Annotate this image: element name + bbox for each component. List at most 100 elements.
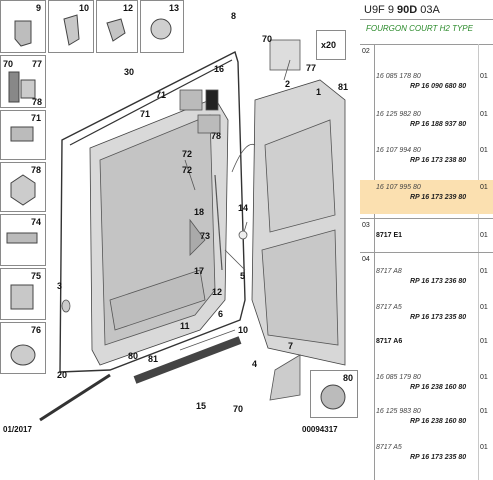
divider bbox=[360, 252, 493, 253]
part-thumb-9[interactable]: 9 bbox=[0, 0, 46, 53]
part-thumb-12[interactable]: 12 bbox=[96, 0, 138, 53]
list-item-selected[interactable]: 16 107 995 80 RP 16 173 239 80 01 bbox=[360, 180, 493, 214]
callout-17[interactable]: 17 bbox=[194, 266, 205, 276]
qty: 01 bbox=[480, 73, 488, 80]
part-thumb-74[interactable]: 74 bbox=[0, 214, 46, 266]
callout-80[interactable]: 80 bbox=[128, 351, 139, 361]
callout-72: 78 bbox=[30, 165, 41, 175]
list-item[interactable]: 16 107 994 80 RP 16 173 238 80 01 bbox=[360, 144, 493, 168]
qty: 01 bbox=[480, 111, 488, 118]
callout-70-bottom[interactable]: 70 bbox=[233, 404, 244, 414]
qty: 01 bbox=[480, 408, 488, 415]
part-ref-e1: 8717 E1 bbox=[376, 232, 403, 239]
ref-code: 16 085 179 80 bbox=[376, 374, 421, 381]
callout-78: 78 bbox=[31, 97, 42, 107]
list-item[interactable]: 16 085 179 80 RP 16 238 160 80 01 bbox=[360, 372, 493, 396]
list-item[interactable]: 8717 E1 01 bbox=[360, 230, 493, 244]
callout-18[interactable]: 18 bbox=[194, 207, 205, 217]
part-thumb-75[interactable]: 75 bbox=[0, 268, 46, 320]
callout-71: 71 bbox=[30, 113, 41, 123]
divider bbox=[360, 218, 493, 219]
callout-8[interactable]: 8 bbox=[231, 11, 237, 21]
list-item[interactable]: 8717 A5 RP 16 173 235 80 01 bbox=[360, 442, 493, 466]
callout-x20: x20 bbox=[321, 40, 337, 50]
qty: 01 bbox=[480, 444, 488, 451]
callout-6[interactable]: 6 bbox=[218, 309, 224, 319]
rp-code: RP 16 090 680 80 bbox=[410, 83, 467, 90]
part-thumb-71[interactable]: 71 bbox=[0, 110, 46, 160]
callout-5[interactable]: 5 bbox=[240, 271, 246, 281]
panel-subtitle: FOURGON COURT H2 TYPE bbox=[366, 24, 473, 33]
qty-column-line bbox=[478, 44, 479, 480]
callout-1[interactable]: 1 bbox=[316, 87, 322, 97]
part-thumb-76[interactable]: 76 bbox=[0, 322, 46, 374]
callout-9: 9 bbox=[35, 3, 41, 13]
callout-15[interactable]: 15 bbox=[196, 401, 207, 411]
callout-73[interactable]: 73 bbox=[200, 231, 211, 241]
list-item[interactable]: 8717 A5 RP 16 173 235 80 01 bbox=[360, 302, 493, 326]
callout-12: 12 bbox=[122, 3, 133, 13]
list-item[interactable]: 16 125 982 80 RP 16 188 937 80 01 bbox=[360, 108, 493, 132]
qty: 01 bbox=[480, 338, 488, 345]
callout-81[interactable]: 81 bbox=[148, 354, 159, 364]
header-code: U9F 9 bbox=[364, 4, 398, 16]
callout-7[interactable]: 7 bbox=[288, 341, 294, 351]
list-item[interactable]: 16 085 178 80 RP 16 090 680 80 01 bbox=[360, 70, 493, 94]
header-suffix: 03A bbox=[417, 4, 440, 16]
callout-11[interactable]: 11 bbox=[180, 321, 190, 331]
rp-code: RP 16 173 238 80 bbox=[410, 157, 467, 164]
rp-code: RP 16 238 160 80 bbox=[410, 384, 467, 391]
callout-13: 13 bbox=[168, 3, 179, 13]
callout-72-main[interactable]: 72 bbox=[182, 149, 193, 159]
callout-2[interactable]: 2 bbox=[285, 79, 291, 89]
callout-3[interactable]: 3 bbox=[57, 281, 63, 291]
callout-4[interactable]: 4 bbox=[252, 359, 258, 369]
diagram-date: 01/2017 bbox=[3, 425, 32, 434]
ref-code: 8717 A5 bbox=[376, 304, 402, 311]
parts-list-panel: U9F 9 90D 03A FOURGON COURT H2 TYPE 02 1… bbox=[360, 0, 493, 480]
qty: 01 bbox=[480, 268, 488, 275]
callout-70: 70 bbox=[3, 59, 14, 69]
callout-14[interactable]: 14 bbox=[238, 203, 249, 213]
list-item[interactable]: 8717 A6 01 bbox=[360, 336, 493, 350]
callout-16[interactable]: 16 bbox=[214, 64, 225, 74]
parts-diagram: 9 10 12 13 70 77 78 71 78 74 75 76 80 bbox=[0, 0, 361, 480]
part-thumb-x20[interactable]: x20 bbox=[316, 30, 346, 60]
rp-code: RP 16 173 239 80 bbox=[410, 194, 467, 201]
header-code-bold: 90D bbox=[397, 4, 418, 16]
callout-76: 76 bbox=[30, 325, 41, 335]
part-thumb-80[interactable]: 80 bbox=[310, 370, 358, 418]
list-item[interactable]: 8717 A8 RP 16 173 236 80 01 bbox=[360, 266, 493, 290]
callout-71-b[interactable]: 71 bbox=[140, 109, 151, 119]
ref-code: 16 107 995 80 bbox=[376, 184, 421, 191]
callout-71-a[interactable]: 71 bbox=[156, 90, 167, 100]
rp-code: RP 16 173 235 80 bbox=[410, 314, 467, 321]
list-item[interactable]: 16 125 983 80 RP 16 238 160 80 01 bbox=[360, 406, 493, 430]
part-thumb-13[interactable]: 13 bbox=[140, 0, 184, 53]
part-thumb-70-77-78[interactable]: 70 77 78 bbox=[0, 55, 46, 108]
part-thumb-10[interactable]: 10 bbox=[48, 0, 94, 53]
ref-code: 16 125 983 80 bbox=[376, 408, 421, 415]
callout-12-main[interactable]: 12 bbox=[212, 287, 223, 297]
callout-77-top[interactable]: 77 bbox=[306, 63, 317, 73]
qty: 01 bbox=[480, 147, 488, 154]
callout-81-top[interactable]: 81 bbox=[338, 82, 349, 92]
callout-77: 77 bbox=[31, 59, 42, 69]
ref-code: 16 107 994 80 bbox=[376, 147, 421, 154]
part-ref-a6: 8717 A6 bbox=[376, 338, 403, 345]
callout-74-main[interactable]: 72 bbox=[182, 165, 193, 175]
callout-80-thumb: 80 bbox=[342, 373, 353, 383]
diagram-number: 00094317 bbox=[302, 425, 338, 434]
ref-code: 8717 A8 bbox=[376, 268, 402, 275]
callout-20[interactable]: 20 bbox=[57, 370, 68, 380]
rp-code: RP 16 188 937 80 bbox=[410, 121, 467, 128]
callout-70-top[interactable]: 70 bbox=[262, 34, 273, 44]
callout-30[interactable]: 30 bbox=[124, 67, 135, 77]
index-04: 04 bbox=[362, 256, 370, 263]
part-thumb-72[interactable]: 78 bbox=[0, 162, 46, 212]
panel-header: U9F 9 90D 03A bbox=[360, 0, 493, 20]
callout-10-main[interactable]: 10 bbox=[238, 325, 249, 335]
ref-code: 16 085 178 80 bbox=[376, 73, 421, 80]
callout-78-main[interactable]: 78 bbox=[211, 131, 222, 141]
qty: 01 bbox=[480, 374, 488, 381]
